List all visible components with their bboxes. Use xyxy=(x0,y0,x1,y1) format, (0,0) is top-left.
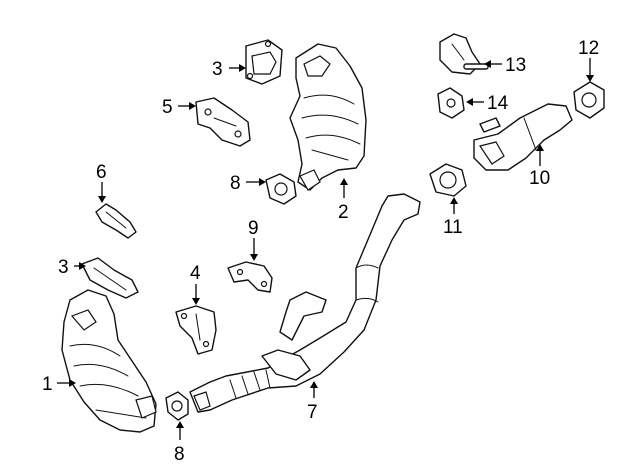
part-manifold-gasket-upper[interactable] xyxy=(245,39,283,85)
callout-14: 14 xyxy=(487,93,509,114)
callout-4: 4 xyxy=(190,263,201,284)
part-lower-catalytic-manifold[interactable] xyxy=(61,289,157,433)
callout-10: 10 xyxy=(529,168,550,189)
part-gasket-11[interactable] xyxy=(429,163,467,197)
callout-5: 5 xyxy=(162,97,173,118)
callout-6: 6 xyxy=(96,162,107,183)
part-flange-gasket-lower[interactable] xyxy=(165,391,189,421)
callout-12: 12 xyxy=(578,38,599,59)
callout-2: 2 xyxy=(338,202,349,223)
part-heat-shield-bracket[interactable] xyxy=(195,97,251,147)
callout-1: 1 xyxy=(42,374,53,395)
part-intermediate-pipe-10[interactable] xyxy=(473,103,573,171)
part-flange-gasket-upper[interactable] xyxy=(265,173,297,205)
callout-8-lower: 8 xyxy=(174,444,185,465)
callout-8-upper: 8 xyxy=(230,173,241,194)
part-manifold-gasket-lower[interactable] xyxy=(81,257,139,299)
callout-3-lower: 3 xyxy=(58,257,69,278)
part-upper-catalytic-manifold[interactable] xyxy=(289,43,367,191)
part-front-exhaust-pipe[interactable] xyxy=(189,193,421,413)
part-isolator-14[interactable] xyxy=(437,87,465,119)
part-gasket-12[interactable] xyxy=(573,81,605,119)
part-bracket-4[interactable] xyxy=(175,305,217,355)
callout-3-upper: 3 xyxy=(212,59,223,80)
part-hanger-bracket-13[interactable] xyxy=(439,33,489,75)
callout-labels: 1 2 3 3 4 5 6 7 8 8 9 10 11 12 13 14 xyxy=(42,38,599,465)
callout-7: 7 xyxy=(307,402,318,423)
leader-lines xyxy=(57,58,594,440)
part-mounting-bracket-9[interactable] xyxy=(227,261,273,293)
callout-11: 11 xyxy=(443,217,463,238)
callout-13: 13 xyxy=(505,55,526,76)
part-clip[interactable] xyxy=(95,203,137,239)
callout-9: 9 xyxy=(248,218,259,239)
